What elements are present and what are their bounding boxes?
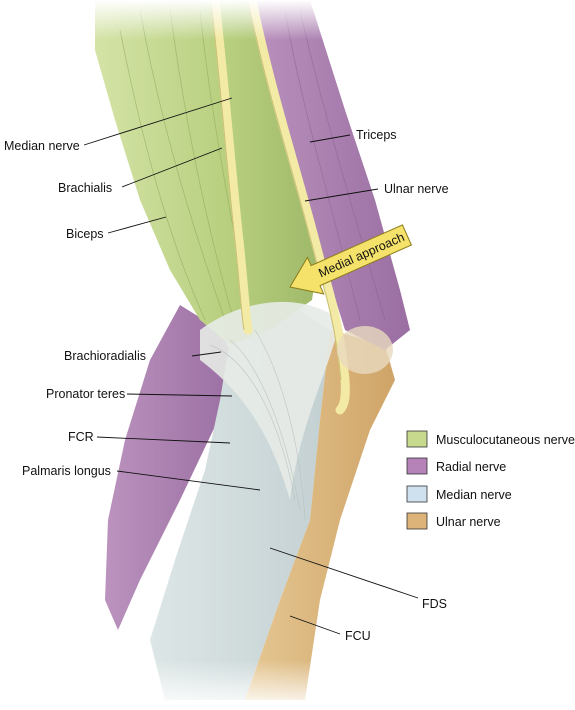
fcu-muscle xyxy=(245,330,395,700)
label-palmaris-longus: Palmaris longus xyxy=(22,464,111,478)
label-pronator-teres: Pronator teres xyxy=(46,387,125,401)
median-nerve xyxy=(210,0,253,335)
legend-swatch-radial xyxy=(406,457,428,475)
aponeurosis xyxy=(200,301,340,500)
legend: Musculocutaneous nerve Radial nerve Medi… xyxy=(406,430,575,530)
legend-label-radial: Radial nerve xyxy=(436,460,506,474)
label-brachioradialis: Brachioradialis xyxy=(64,349,146,363)
legend-swatch-ulnar xyxy=(406,512,428,530)
label-fcu: FCU xyxy=(345,629,371,643)
legend-swatch-median xyxy=(406,485,428,503)
medial-epicondyle xyxy=(337,326,393,374)
label-biceps: Biceps xyxy=(66,227,104,241)
aponeurosis-fibers xyxy=(209,329,306,521)
label-median-nerve: Median nerve xyxy=(4,139,80,153)
legend-label-musculocutaneous: Musculocutaneous nerve xyxy=(436,433,575,447)
legend-swatch-musculocutaneous xyxy=(406,430,428,448)
triceps-fibers xyxy=(284,9,386,321)
label-fcr: FCR xyxy=(68,430,94,444)
biceps-brachialis-muscle xyxy=(95,0,318,345)
label-fds: FDS xyxy=(422,597,447,611)
medial-approach-arrow-shape xyxy=(289,224,413,295)
legend-label-ulnar: Ulnar nerve xyxy=(436,515,501,529)
label-brachialis: Brachialis xyxy=(58,181,112,195)
leader-lines xyxy=(83,97,419,635)
brachioradialis-muscle xyxy=(105,305,235,630)
biceps-fibers xyxy=(119,9,251,326)
label-triceps: Triceps xyxy=(356,128,397,142)
label-ulnar-nerve: Ulnar nerve xyxy=(384,182,449,196)
legend-label-median: Median nerve xyxy=(436,488,512,502)
